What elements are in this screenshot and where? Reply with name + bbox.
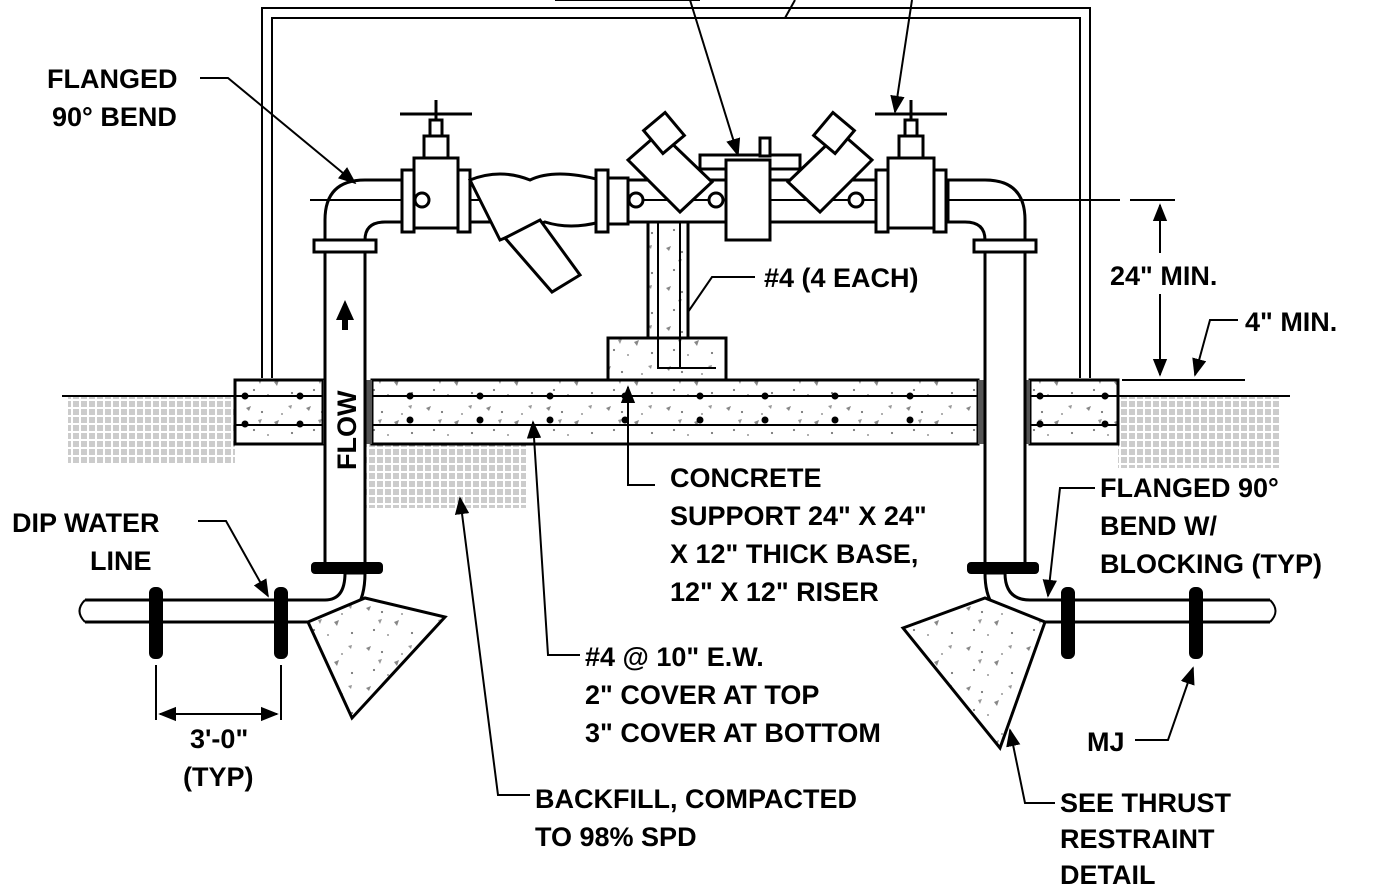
right-thrust-block	[900, 596, 1047, 752]
soil-hatch	[62, 395, 1290, 508]
wye-strainer-icon	[467, 168, 610, 294]
concrete-riser	[606, 218, 728, 382]
left-lower-pipe	[78, 571, 367, 659]
left-top-bend	[323, 178, 407, 242]
label-mj: MJ	[1087, 727, 1125, 757]
left-thrust-block	[305, 596, 448, 721]
dimension-24-min	[1130, 199, 1175, 377]
dimension-4-min	[1192, 319, 1238, 377]
label-backfill: BACKFILL, COMPACTED TO 98% SPD	[535, 784, 865, 852]
label-see-thrust: SEE THRUST RESTRAINT DETAIL	[1060, 788, 1239, 890]
concrete-slab	[233, 378, 1120, 446]
dimension-3ft	[155, 665, 282, 722]
backflow-preventer-icon	[606, 110, 875, 242]
enclosure-frame	[261, 7, 1091, 378]
label-24-min: 24" MIN.	[1110, 261, 1217, 291]
flow-arrow-icon	[336, 300, 354, 330]
label-3ft-typ: 3'-0" (TYP)	[183, 724, 256, 792]
label-dip-water-line: DIP WATER LINE	[12, 508, 167, 576]
label-concrete-support: CONCRETE SUPPORT 24" X 24" X 12" THICK B…	[670, 463, 934, 607]
right-top-bend	[946, 178, 1027, 242]
label-rebar-slab: #4 @ 10" E.W. 2" COVER AT TOP 3" COVER A…	[585, 642, 881, 748]
gate-valve-icon	[874, 100, 948, 234]
flow-label: FLOW	[332, 390, 362, 470]
label-flanged-bend-blocking: FLANGED 90° BEND W/ BLOCKING (TYP)	[1100, 473, 1322, 579]
label-rebar-riser: #4 (4 EACH)	[764, 263, 919, 293]
label-4-min: 4" MIN.	[1245, 307, 1337, 337]
leader-lines	[198, 0, 1195, 804]
gate-valve-icon	[400, 100, 472, 234]
label-flanged-90-bend: FLANGED 90° BEND	[47, 64, 185, 132]
